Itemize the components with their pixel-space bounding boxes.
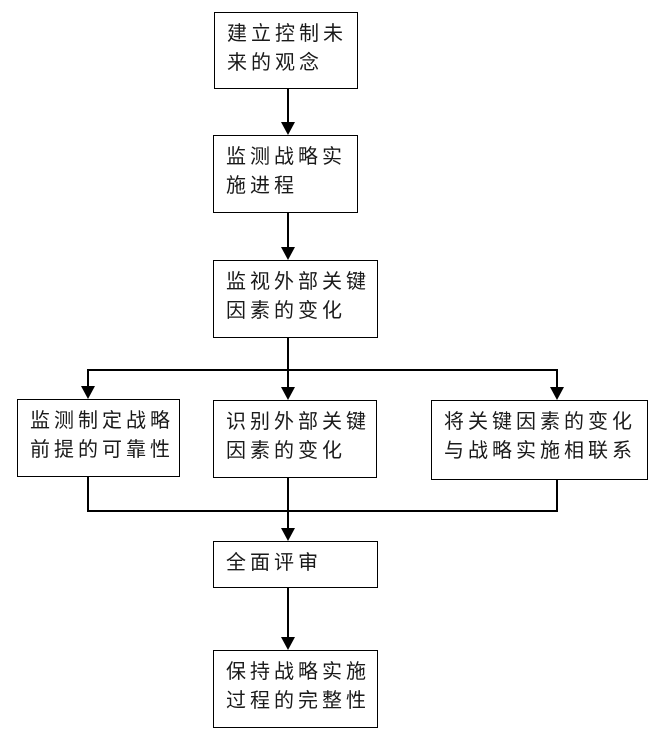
connector-split-bar: [87, 369, 558, 371]
node-label-line: 监视外部关键: [226, 271, 370, 293]
node-label-line: 识别外部关键: [226, 411, 370, 433]
node-label-line: 与战略实施相联系: [444, 440, 636, 462]
connector-link-to-mergebar-line: [556, 480, 558, 512]
arrowhead-review-to-integrity-icon: [281, 637, 295, 650]
connector-split-to-link-line: [556, 369, 558, 389]
node-label-line: 监测战略实: [226, 146, 346, 168]
arrowhead-establish-to-progress-icon: [281, 122, 295, 135]
node-label-line: 保持战略实施: [226, 661, 370, 683]
connector-merge-to-review-line: [287, 478, 289, 530]
node-label-line: 施进程: [226, 175, 298, 197]
connector-premise-to-mergebar-line: [87, 477, 89, 512]
node-label-line: 因素的变化: [226, 440, 346, 462]
node-label-line: 因素的变化: [226, 300, 346, 322]
node-monitor-strategy-premise-reliability: 监测制定战略 前提的可靠性: [17, 399, 180, 477]
connector-split-to-identify-line: [287, 369, 289, 389]
connector-split-to-premise-line: [87, 369, 89, 388]
arrowhead-merge-to-review-icon: [281, 528, 295, 541]
node-watch-external-key-factor-changes: 监视外部关键 因素的变化: [213, 260, 378, 338]
connector-progress-to-watch-line: [287, 213, 289, 248]
connector-merge-bar: [87, 510, 558, 512]
arrowhead-split-to-identify-icon: [281, 387, 295, 400]
node-label-line: 过程的完整性: [226, 690, 370, 712]
node-identify-external-key-factor-changes: 识别外部关键 因素的变化: [213, 400, 377, 478]
node-link-factor-changes-to-implementation: 将关键因素的变化 与战略实施相联系: [431, 400, 648, 480]
arrowhead-split-to-premise-icon: [81, 386, 95, 399]
node-label-line: 将关键因素的变化: [444, 411, 636, 433]
node-label-line: 来的观念: [227, 52, 323, 74]
node-maintain-implementation-integrity: 保持战略实施 过程的完整性: [213, 650, 378, 728]
node-label-line: 监测制定战略: [30, 410, 174, 432]
connector-establish-to-progress-line: [287, 89, 289, 123]
node-label-line: 全面评审: [226, 552, 322, 574]
arrowhead-split-to-link-icon: [550, 387, 564, 400]
node-monitor-strategy-implementation-progress: 监测战略实 施进程: [213, 135, 358, 213]
arrowhead-progress-to-watch-icon: [281, 247, 295, 260]
connector-review-to-integrity-line: [287, 588, 289, 639]
node-label-line: 建立控制未: [227, 23, 347, 45]
node-label-line: 前提的可靠性: [30, 439, 174, 461]
connector-watch-to-splitbar-line: [287, 338, 289, 371]
node-comprehensive-review: 全面评审: [213, 541, 378, 588]
node-establish-control-future-concept: 建立控制未 来的观念: [214, 12, 358, 89]
